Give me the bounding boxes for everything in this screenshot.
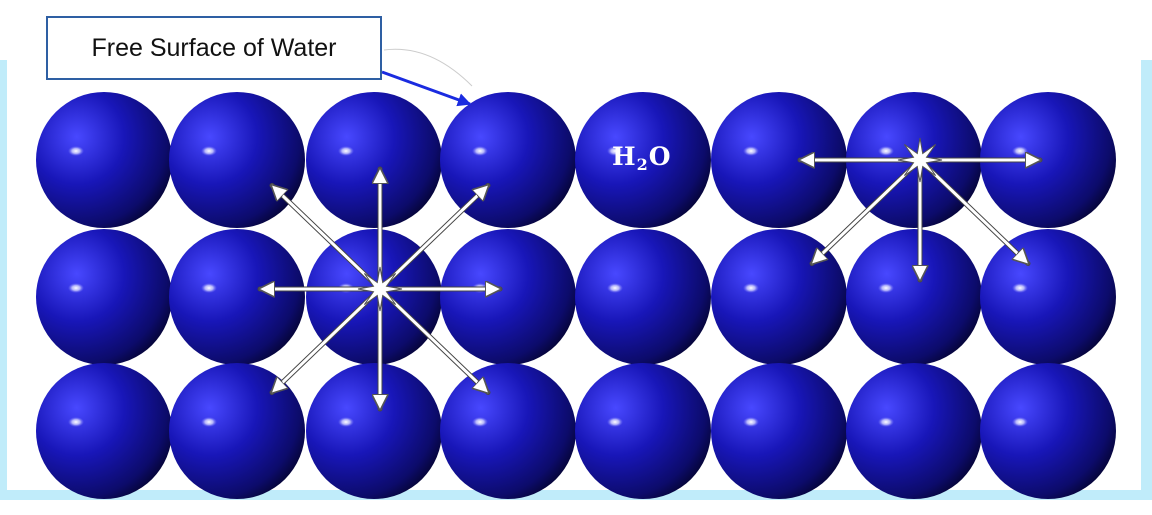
free-surface-label: Free Surface of Water (91, 33, 337, 62)
formula-subscript: 2 (636, 155, 649, 174)
water-molecule (169, 92, 305, 228)
water-molecule (980, 229, 1116, 365)
water-molecule (440, 363, 576, 499)
free-surface-callout: Free Surface of Water (46, 16, 382, 80)
formula-tail: O (648, 142, 672, 171)
water-molecule (440, 229, 576, 365)
water-molecule (306, 363, 442, 499)
force-origin-burst (357, 266, 403, 312)
surface-leader-arrow (381, 70, 472, 107)
force-arrow-down-left (272, 287, 382, 393)
water-molecule (575, 92, 711, 228)
force-arrow-down-right (378, 287, 488, 393)
water-molecule (36, 363, 172, 499)
force-arrow-down-right (918, 158, 1028, 264)
water-molecule (306, 92, 442, 228)
water-formula-label: H2O (612, 142, 672, 174)
water-molecule (575, 229, 711, 365)
force-arrow-down-left (812, 158, 922, 264)
force-arrows (257, 137, 1043, 412)
water-molecule (711, 363, 847, 499)
formula-symbol: H (612, 142, 637, 171)
water-molecule (980, 363, 1116, 499)
container-floor (0, 490, 1152, 500)
water-molecule (36, 92, 172, 228)
water-molecule (36, 229, 172, 365)
water-molecule (169, 229, 305, 365)
force-arrow-up-left (272, 186, 382, 291)
water-molecule (169, 363, 305, 499)
water-molecule (575, 363, 711, 499)
molecule-grid (36, 92, 1116, 499)
force-arrow-up-right (378, 186, 488, 291)
water-molecule (846, 363, 982, 499)
force-origin-burst (897, 137, 943, 183)
leader-shadow (383, 48, 473, 87)
water-molecule (711, 92, 847, 228)
water-molecule (440, 92, 576, 228)
water-molecule (980, 92, 1116, 228)
water-molecule (846, 229, 982, 365)
